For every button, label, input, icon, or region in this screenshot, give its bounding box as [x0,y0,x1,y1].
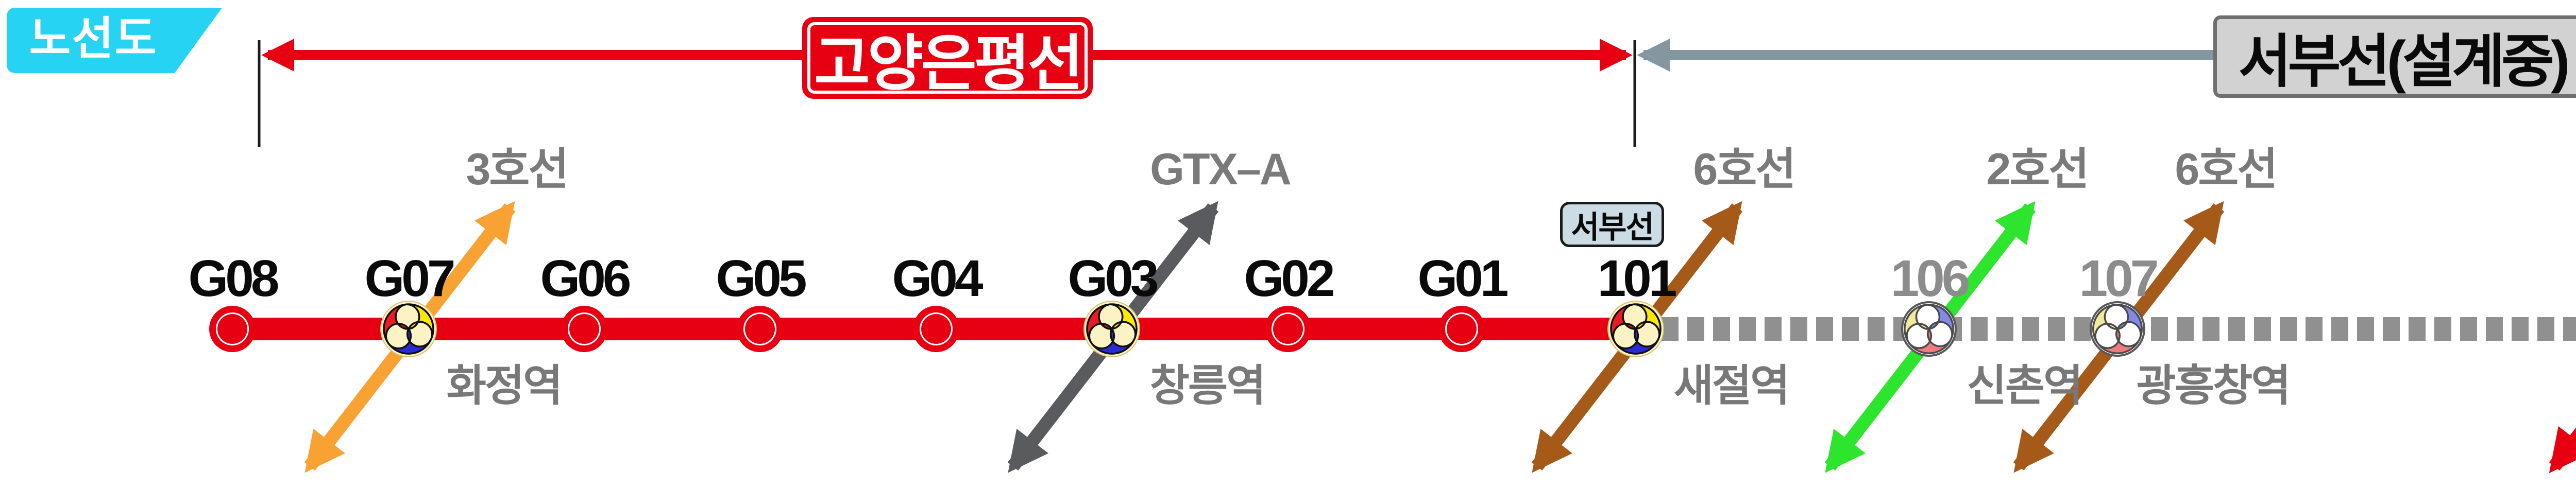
station-marker-G01 [1442,309,1482,349]
station-marker-101-transfer [1607,300,1665,358]
station-code-G06: G06 [540,250,631,307]
seobu-span-label: 서부선(설계중) [2238,29,2570,94]
station-marker-107-transfer [2090,301,2145,357]
station-code-107: 107 [2079,250,2159,307]
transfer-label-gtx-a: GTX–A [1150,145,1292,194]
seobu-line-badge-label: 서부선 [1571,210,1654,245]
transfer-label-line3: 3호선 [466,145,569,194]
station-marker-G08 [213,309,252,349]
station-code-111: 111 [2566,248,2576,309]
station-code-101: 101 [1597,250,1677,307]
station-marker-G05 [740,309,780,349]
station-code-G01: G01 [1417,250,1509,307]
station-code-106: 106 [1890,250,1971,307]
station-code-G02: G02 [1244,250,1335,307]
goyang-span-label-box: 고양은평선 [802,17,1093,99]
station-name-hwajeong: 화정역 [446,361,563,410]
station-name-gwangheungchang: 광흥창역 [2136,361,2291,410]
transfer-label-line6-gwangheungchang: 6호선 [2175,145,2278,194]
transfer-label-line2-sinchon: 2호선 [1986,145,2089,194]
station-marker-G02 [1268,309,1308,349]
station-code-G04: G04 [892,250,983,307]
station-code-G08: G08 [188,250,279,307]
seobu-span-label-box: 서부선(설계중) [2213,15,2576,98]
station-marker-G03-transfer [1083,300,1141,358]
station-code-G05: G05 [716,250,807,307]
station-name-changneung: 창릉역 [1149,361,1266,410]
station-marker-G07-transfer [380,300,437,358]
legend-badge-label: 노선도 [29,13,158,64]
transfer-label-line6-saejeol: 6호선 [1693,145,1796,194]
station-code-G07: G07 [364,250,455,307]
goyang-span-label: 고양은평선 [807,22,1088,98]
station-marker-106-transfer [1901,301,1957,357]
station-marker-G04 [917,309,956,349]
station-code-G03: G03 [1067,250,1159,307]
legend-badge-shape [7,8,222,73]
station-marker-G06 [565,309,604,349]
station-name-saejeol: 새절역 [1673,361,1790,410]
seobu-line-badge: 서부선 [1560,202,1664,247]
